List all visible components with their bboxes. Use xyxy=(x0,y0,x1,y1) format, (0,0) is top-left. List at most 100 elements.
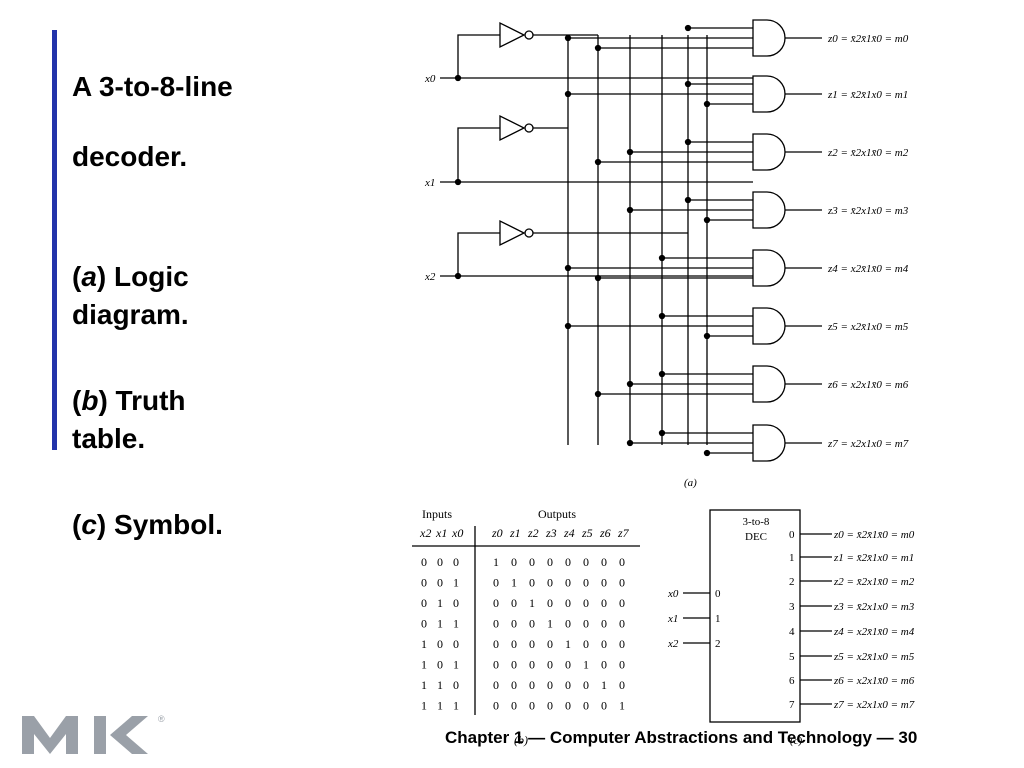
symbol-output-label: z2 = x̄2x1x̄0 = m2 xyxy=(833,576,915,588)
output-col-header: z1 xyxy=(509,526,521,540)
table-cell: 1 xyxy=(453,658,459,672)
table-cell: 0 xyxy=(511,658,517,672)
table-cell: 0 xyxy=(511,678,517,692)
caption-title-line1: A 3-to-8-line xyxy=(72,71,233,102)
outputs-header: Outputs xyxy=(538,507,576,521)
table-cell: 0 xyxy=(421,596,427,610)
table-cell: 0 xyxy=(583,637,589,651)
not-gate-x1 xyxy=(499,114,526,142)
table-cell: 1 xyxy=(437,617,443,631)
symbol-input-pin: 2 xyxy=(715,638,721,650)
output-label-z5: z5 = x2x̄1x0 = m5 xyxy=(827,321,909,333)
table-cell: 0 xyxy=(565,596,571,610)
output-label-z0: z0 = x̄2x̄1x̄0 = m0 xyxy=(827,33,909,45)
output-col-header: z2 xyxy=(527,526,539,540)
table-cell: 0 xyxy=(565,658,571,672)
table-cell: 1 xyxy=(421,699,427,713)
symbol-output-label: z0 = x̄2x̄1x̄0 = m0 xyxy=(833,529,915,541)
output-label-z1: z1 = x̄2x̄1x0 = m1 xyxy=(827,89,908,101)
table-cell: 0 xyxy=(529,658,535,672)
output-label-z2: z2 = x̄2x1x̄0 = m2 xyxy=(827,147,909,159)
junction-dot xyxy=(703,332,711,340)
symbol-output-pin: 5 xyxy=(789,651,795,663)
mk-logo: ® xyxy=(22,714,165,754)
table-cell: 1 xyxy=(421,678,427,692)
table-cell: 0 xyxy=(453,678,459,692)
table-cell: 1 xyxy=(583,658,589,672)
symbol-output-label: z5 = x2x̄1x0 = m5 xyxy=(833,651,915,663)
table-cell: 0 xyxy=(453,555,459,569)
junction-dot xyxy=(626,380,634,388)
junction-dot xyxy=(658,429,666,437)
table-cell: 0 xyxy=(453,637,459,651)
and-gate-5 xyxy=(752,307,786,345)
table-cell: 0 xyxy=(437,555,443,569)
symbol-output-pin: 0 xyxy=(789,529,795,541)
table-cell: 0 xyxy=(421,576,427,590)
and-gate-1 xyxy=(752,75,786,113)
junction-dot xyxy=(703,449,711,457)
junction-dot xyxy=(564,34,572,42)
table-cell: 0 xyxy=(601,596,607,610)
caption-part-c: (c) Symbol. xyxy=(72,509,223,540)
table-cell: 0 xyxy=(601,617,607,631)
table-cell: 0 xyxy=(529,699,535,713)
table-cell: 0 xyxy=(511,596,517,610)
table-cell: 0 xyxy=(601,658,607,672)
table-cell: 1 xyxy=(493,555,499,569)
input-col-header: x2 xyxy=(419,526,431,540)
table-cell: 0 xyxy=(601,555,607,569)
table-cell: 0 xyxy=(493,678,499,692)
input-col-header: x1 xyxy=(435,526,447,540)
and-gate-3 xyxy=(752,191,786,229)
output-col-header: z0 xyxy=(491,526,503,540)
table-cell: 0 xyxy=(619,658,625,672)
table-cell: 0 xyxy=(565,617,571,631)
symbol-output-label: z4 = x2x̄1x̄0 = m4 xyxy=(833,626,915,638)
table-cell: 1 xyxy=(453,699,459,713)
table-cell: 0 xyxy=(547,699,553,713)
table-cell: 0 xyxy=(583,699,589,713)
junction-dot xyxy=(594,390,602,398)
table-cell: 0 xyxy=(619,596,625,610)
symbol-input-name: x1 xyxy=(667,613,678,625)
not-feed-wire xyxy=(457,34,500,78)
decoder-box xyxy=(709,509,801,723)
table-cell: 0 xyxy=(619,617,625,631)
table-cell: 1 xyxy=(547,617,553,631)
junction-dot xyxy=(594,44,602,52)
symbol-output-pin: 6 xyxy=(789,675,795,687)
not-bubble-x1 xyxy=(524,123,534,133)
table-cell: 1 xyxy=(437,596,443,610)
junction-dot xyxy=(658,254,666,262)
table-cell: 0 xyxy=(493,617,499,631)
and-gate-4 xyxy=(752,249,786,287)
table-cell: 0 xyxy=(437,658,443,672)
junction-dot xyxy=(684,80,692,88)
table-cell: 0 xyxy=(547,678,553,692)
table-cell: 0 xyxy=(619,555,625,569)
symbol-input-pin: 0 xyxy=(715,588,721,600)
not-feed-wire xyxy=(457,232,500,276)
table-cell: 0 xyxy=(547,576,553,590)
table-cell: 0 xyxy=(619,678,625,692)
footer-text: Chapter 1 — Computer Abstractions and Te… xyxy=(445,728,918,747)
junction-dot xyxy=(703,216,711,224)
table-cell: 0 xyxy=(583,596,589,610)
symbol-output-label: z7 = x2x1x0 = m7 xyxy=(833,699,915,711)
diagram-c-label: (c) xyxy=(790,735,803,747)
not-bubble-x2 xyxy=(524,228,534,238)
junction-dot xyxy=(658,370,666,378)
junction-dot xyxy=(684,196,692,204)
table-cell: 0 xyxy=(511,637,517,651)
table-cell: 0 xyxy=(529,678,535,692)
table-cell: 1 xyxy=(453,617,459,631)
logic-diagram xyxy=(440,19,822,462)
table-cell: 0 xyxy=(601,699,607,713)
output-col-header: z5 xyxy=(581,526,593,540)
